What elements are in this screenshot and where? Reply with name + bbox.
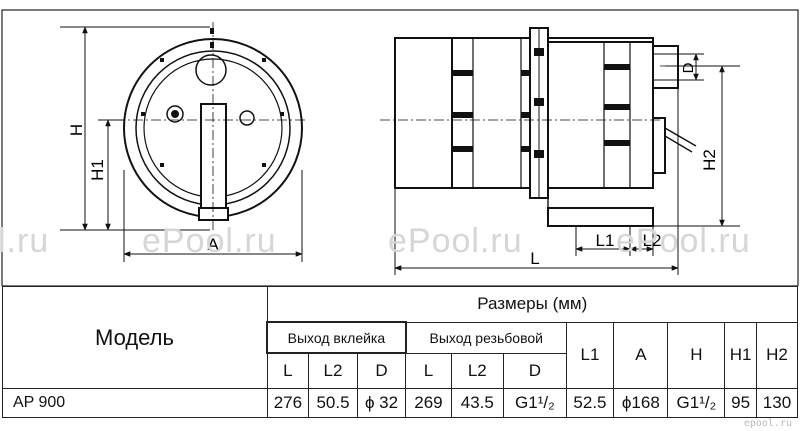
col-header-glue-L: L [266, 352, 310, 389]
watermark: ePool.ru [388, 222, 523, 260]
drawing-frame [1, 9, 799, 286]
table-row: AP 900 276 50.5 ϕ 32 269 43.5 G1¹/₂ 52.5… [2, 388, 799, 418]
dimensions-table: Модель Размеры (мм) Выход вклейка Выход … [2, 286, 799, 418]
group-glue-header: Выход вклейка [266, 321, 407, 354]
cell-glue-L: 276 [266, 388, 310, 418]
watermark: ePool.ru [616, 222, 751, 260]
col-header-thread-L: L [405, 352, 452, 389]
dim-label-L1: L1 [596, 231, 615, 250]
model-header: Модель [2, 286, 268, 389]
col-header-A: A [613, 321, 669, 389]
cell-model: AP 900 [2, 388, 268, 418]
dim-label-A: A [207, 235, 219, 254]
col-header-H1: H1 [724, 321, 757, 389]
watermark: l.ru [0, 222, 50, 260]
cell-L1: 52.5 [565, 388, 615, 418]
corner-watermark: epool.ru [743, 418, 792, 429]
dim-label-L2: L2 [643, 231, 662, 250]
technical-drawing: H H1 A [1, 9, 799, 286]
cell-H2: 130 [755, 388, 799, 418]
side-detail-marks [452, 48, 630, 158]
dim-label-H: H [67, 124, 86, 136]
side-view [394, 27, 697, 227]
cell-glue-D: ϕ 32 [356, 388, 407, 418]
sizes-header: Размеры (мм) [266, 286, 798, 323]
dim-label-D: D [680, 62, 697, 73]
col-header-thread-L2: L2 [450, 352, 505, 389]
col-header-L1: L1 [565, 321, 615, 389]
cell-thread-D: G1¹/₂ [503, 388, 567, 418]
dim-label-H1: H1 [88, 159, 107, 181]
cell-thread-L2: 43.5 [450, 388, 505, 418]
col-header-H: H [667, 321, 726, 389]
group-thread-header: Выход резьбовой [405, 321, 567, 354]
dim-label-L: L [530, 249, 539, 268]
col-header-H2: H2 [755, 321, 799, 389]
cell-glue-L2: 50.5 [308, 388, 358, 418]
cell-A: ϕ168 [613, 388, 669, 418]
col-header-glue-L2: L2 [308, 352, 358, 389]
cell-H1: 95 [724, 388, 757, 418]
watermark: ePool.ru [142, 222, 277, 260]
cell-H: G1¹/₂ [667, 388, 726, 418]
col-header-glue-D: D [356, 352, 407, 389]
dim-label-H2: H2 [700, 149, 719, 171]
col-header-thread-D: D [503, 352, 567, 389]
cell-thread-L: 269 [405, 388, 452, 418]
